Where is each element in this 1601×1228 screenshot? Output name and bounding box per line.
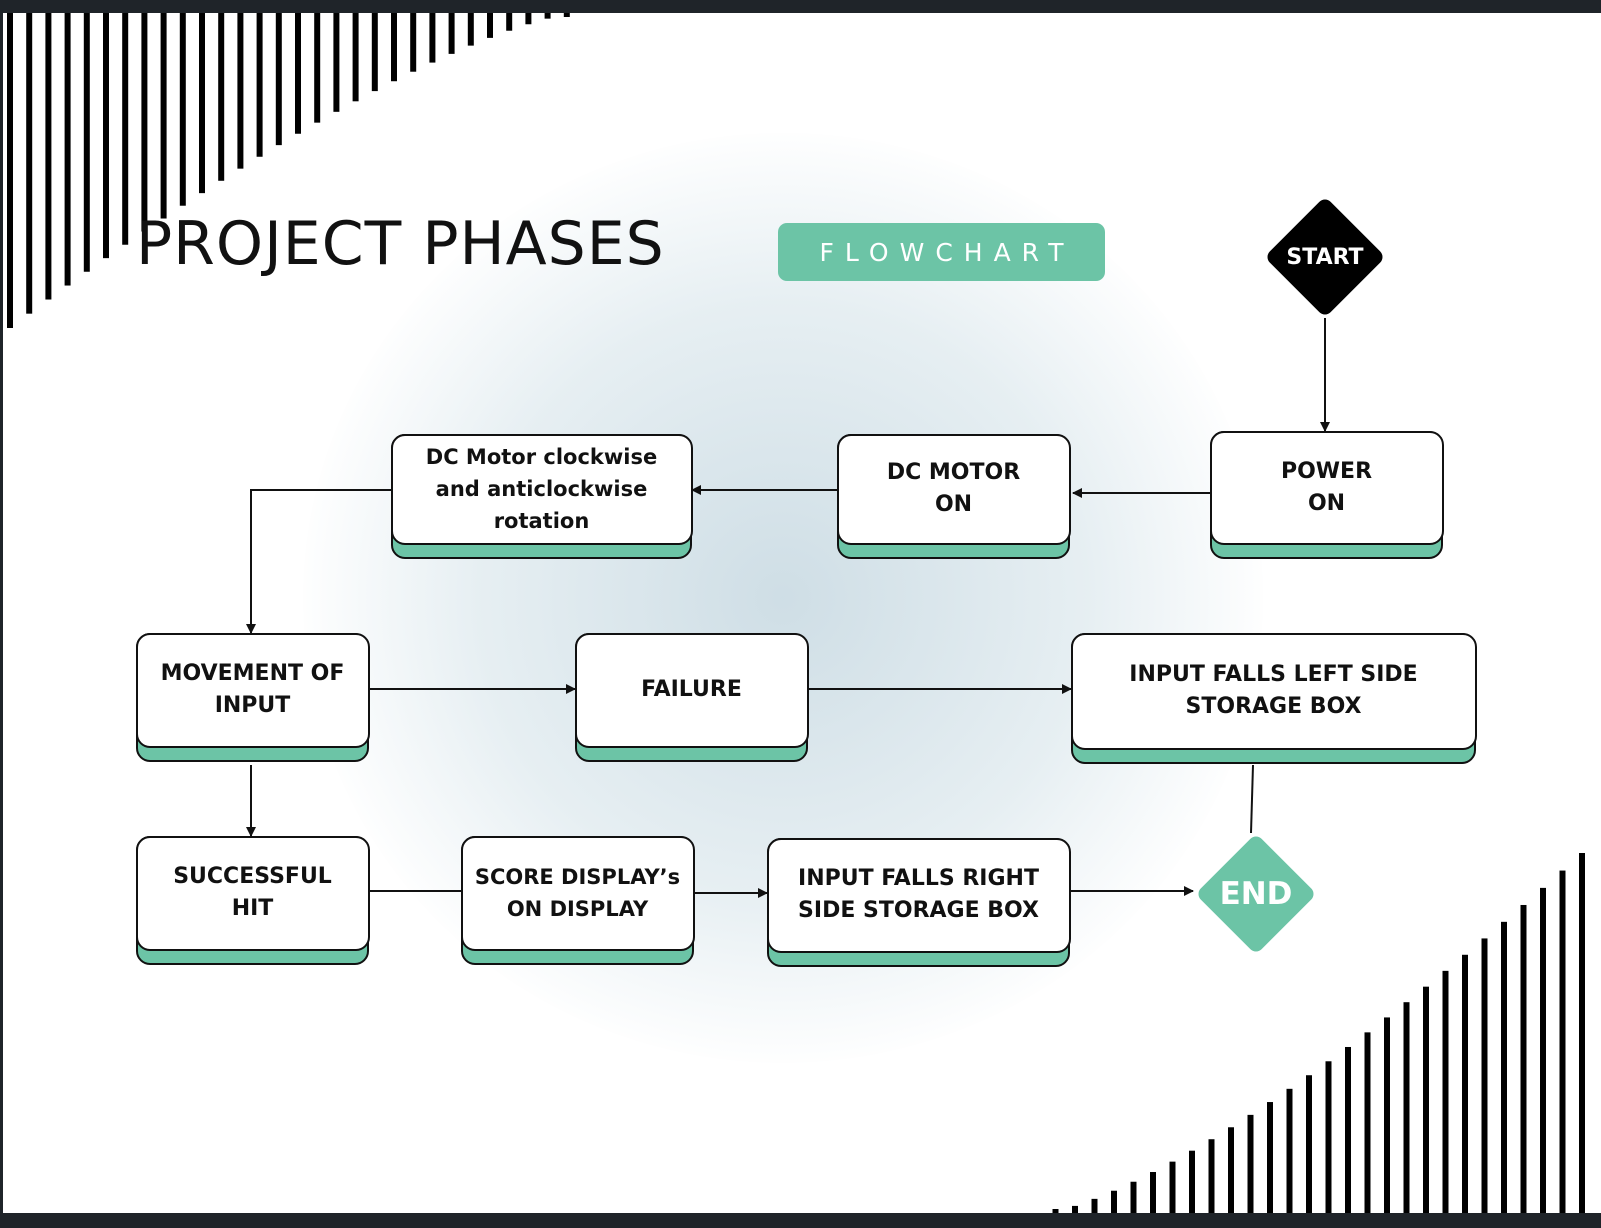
decorative-bar: [7, 13, 13, 328]
slide: PROJECT PHASES FLOWCHART START POWER ON …: [3, 13, 1601, 1213]
decorative-bar: [429, 13, 436, 63]
decorative-bar: [237, 13, 244, 169]
end-node: END: [1193, 831, 1319, 957]
decorative-bar: [103, 13, 109, 259]
decorative-bar: [1130, 1181, 1137, 1213]
decorative-bar: [160, 13, 167, 219]
decorative-bar: [218, 13, 225, 181]
decorative-bar: [275, 13, 282, 146]
start-node: START: [1263, 195, 1387, 319]
decorative-bar: [179, 13, 186, 206]
decorative-bar: [1364, 1032, 1371, 1213]
decorative-bar: [1345, 1046, 1351, 1213]
decorative-bar: [314, 13, 321, 123]
decorative-bar: [1325, 1061, 1332, 1213]
decorative-bar: [256, 13, 263, 157]
decorative-bar: [1286, 1088, 1293, 1213]
step-successful-hit: SUCCESSFUL HIT: [135, 835, 370, 965]
decorative-bar: [1442, 970, 1449, 1213]
step-dc-motor-on: DC MOTOR ON: [836, 433, 1071, 559]
decorative-bar: [371, 13, 378, 92]
decorative-bar: [448, 13, 455, 54]
decorative-bar: [1169, 1161, 1176, 1213]
decorative-bar: [1540, 887, 1546, 1213]
decorative-bar: [1520, 904, 1527, 1213]
decorative-bar: [1091, 1198, 1098, 1213]
decorative-bar: [333, 13, 340, 112]
decorative-bars-bottom-right: [1052, 853, 1585, 1213]
decorative-bar: [563, 13, 570, 17]
page-title: PROJECT PHASES: [136, 209, 665, 279]
decorative-bar: [1267, 1102, 1273, 1213]
step-movement-of-input: MOVEMENT OF INPUT: [135, 632, 370, 762]
decorative-bar: [352, 13, 359, 102]
decorative-bar: [26, 13, 33, 314]
decorative-bar: [391, 13, 397, 82]
decorative-bar: [1423, 986, 1429, 1213]
step-dc-motor-rotation: DC Motor clockwise and anticlockwise rot…: [390, 433, 693, 559]
decorative-bar: [64, 13, 71, 286]
decorative-bar: [410, 13, 417, 72]
decorative-bar: [1403, 1002, 1410, 1213]
decorative-bar: [141, 13, 148, 232]
decorative-bar: [1579, 853, 1585, 1213]
decorative-bar: [122, 13, 129, 245]
decorative-bar: [1384, 1017, 1390, 1213]
decorative-bar: [467, 13, 474, 46]
decorative-bar: [83, 13, 90, 272]
decorative-bar: [1208, 1139, 1215, 1213]
connector-left-box-to-end: [1250, 764, 1254, 834]
decorative-bars-top-left: [7, 13, 570, 328]
decorative-bar: [1111, 1190, 1117, 1213]
decorative-bar: [1247, 1114, 1254, 1213]
decorative-bar: [487, 13, 493, 38]
flowchart-badge: FLOWCHART: [778, 223, 1105, 281]
decorative-bar: [544, 13, 551, 19]
decorative-bar: [1150, 1172, 1156, 1213]
decorative-bar: [1559, 870, 1566, 1213]
decorative-bar: [1481, 938, 1488, 1213]
decorative-bar: [1501, 921, 1507, 1213]
decorative-bar: [1306, 1075, 1312, 1213]
decorative-bar: [295, 13, 301, 134]
step-score-display: SCORE DISPLAY’s ON DISPLAY: [460, 835, 695, 965]
decorative-bar: [1072, 1205, 1078, 1213]
decorative-bar: [1462, 954, 1468, 1213]
decorative-bar: [199, 13, 205, 194]
step-failure: FAILURE: [574, 632, 809, 762]
flow-connectors: [246, 318, 1330, 898]
decorative-bar: [506, 13, 513, 31]
decorative-bar: [1228, 1127, 1234, 1213]
step-input-falls-right-box: INPUT FALLS RIGHT SIDE STORAGE BOX: [766, 837, 1071, 967]
connector-rotation-to-movement: [246, 489, 391, 634]
decorative-bar: [1189, 1150, 1195, 1213]
decorative-bar: [45, 13, 52, 300]
step-input-falls-left-box: INPUT FALLS LEFT SIDE STORAGE BOX: [1070, 632, 1477, 764]
decorative-bar: [525, 13, 532, 25]
step-power-on: POWER ON: [1209, 430, 1444, 559]
decorative-bar: [1052, 1209, 1059, 1213]
